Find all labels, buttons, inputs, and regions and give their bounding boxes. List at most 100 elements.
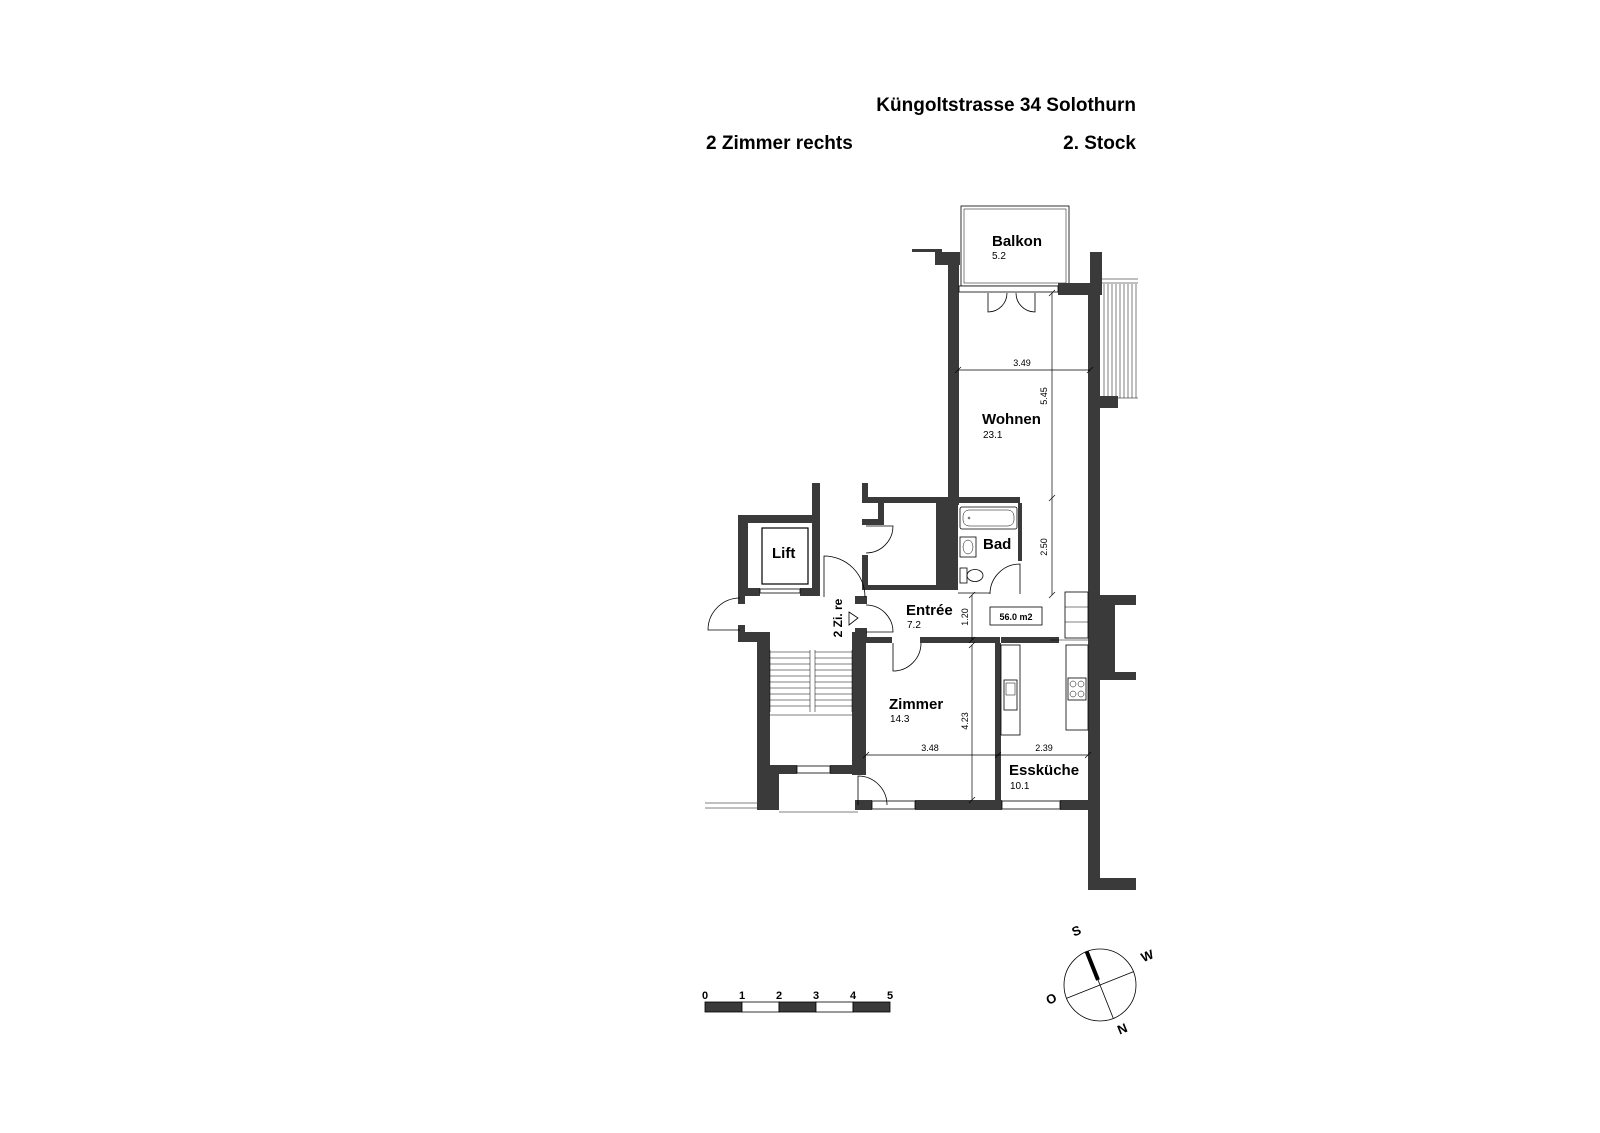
entrance-arrow-icon [848,611,859,626]
wall [920,637,1000,643]
wall [852,642,866,775]
room-name-lift: Lift [772,545,795,562]
scale-label: 1 [739,990,745,1002]
room-name-entree: Entrée [906,602,953,619]
scale-segment [852,1001,891,1013]
door [892,642,922,672]
room-area-zimmer: 14.3 [890,714,910,725]
wall [915,800,1002,810]
wall [862,585,940,590]
scale-label: 4 [850,990,857,1002]
balcony-railing [963,208,1067,284]
address-title: Küngoltstrasse 34 Solothurn [876,95,1136,116]
scale-segment [741,1001,780,1013]
door [865,604,894,633]
room-name-zimmer: Zimmer [889,696,943,713]
floor-title: 2. Stock [1063,133,1136,154]
bathtub-drain [967,516,971,520]
wall [855,628,867,642]
door [823,555,866,598]
compass-south: S [1069,922,1083,939]
room-name-bad: Bad [983,536,1011,553]
wall [862,497,1020,503]
wall [1060,800,1090,810]
entrance-marker: 2 Zi. re [831,598,859,637]
compass-icon: S W O N [1044,922,1157,1037]
total-area-box: 56.0 m2 [989,606,1043,626]
scale-label: 3 [813,990,819,1002]
dimension-ticks [862,289,1094,804]
wall [738,625,745,637]
wall [1100,595,1136,605]
wall [1088,292,1100,890]
door [1015,292,1036,313]
wall [738,588,760,596]
unit-title: 2 Zimmer rechts [706,133,853,154]
lift-cabin [761,527,809,585]
wall [1100,605,1115,675]
door [989,563,1021,595]
walls [738,249,1136,890]
window [796,765,831,774]
toilet-tank [959,567,968,584]
neighbour-balcony [1100,278,1138,399]
stove-burner [1077,680,1085,688]
kitchen-sink [1003,679,1018,711]
stove-burner [1077,690,1085,698]
window [871,800,916,810]
wall [738,632,770,642]
stove [1067,677,1087,701]
kitchen-sink-basin [1005,682,1016,696]
window [958,285,1059,293]
wall [866,637,892,643]
wall [738,515,748,595]
wall [1018,503,1022,561]
wall [862,519,884,525]
window [1001,800,1061,810]
wall [862,483,868,503]
door [865,525,894,554]
room-area-balkon: 5.2 [992,251,1006,262]
wall [948,262,959,505]
wall [757,640,770,775]
dim-bad-length: 2.50 [1039,538,1049,556]
wall [830,765,862,774]
total-area-frame [989,606,1043,626]
room-area-entree: 7.2 [907,620,921,631]
bathtub-basin [962,509,1015,527]
wall [1001,637,1059,643]
dim-esskueche-width: 2.39 [1035,743,1053,753]
wall [855,596,867,604]
room-area-esskueche: 10.1 [1010,781,1030,792]
room-area-wohnen: 23.1 [983,430,1003,441]
scale-label: 5 [887,990,893,1002]
wall [862,555,868,590]
dimensions: 3.49 5.45 2.50 1.20 4.23 3.48 2.39 [862,289,1094,804]
windows [705,285,1061,813]
wall [1088,878,1136,890]
scale-label: 0 [702,990,708,1002]
scale-label: 2 [776,990,782,1002]
wall [912,249,942,252]
wall [800,588,820,596]
dim-zimmer-length: 4.23 [960,712,970,730]
wall [936,503,958,590]
wall [757,765,797,774]
compass-east: O [1044,990,1059,1008]
wall [855,800,872,810]
kitchen-fixtures [1000,591,1089,736]
bathtub [959,506,1018,530]
wall [812,483,820,595]
compass-ring [1063,948,1137,1022]
wall [995,643,1001,803]
scale-segment [704,1001,743,1013]
counter-right [1065,644,1089,731]
door [987,292,1008,313]
scale-bar: 0 1 2 3 4 5 [702,990,893,1013]
dim-zimmer-width: 3.48 [921,743,939,753]
dim-entree-width: 1.20 [960,608,970,626]
door [707,597,741,631]
door [857,775,888,806]
sink [959,536,977,558]
